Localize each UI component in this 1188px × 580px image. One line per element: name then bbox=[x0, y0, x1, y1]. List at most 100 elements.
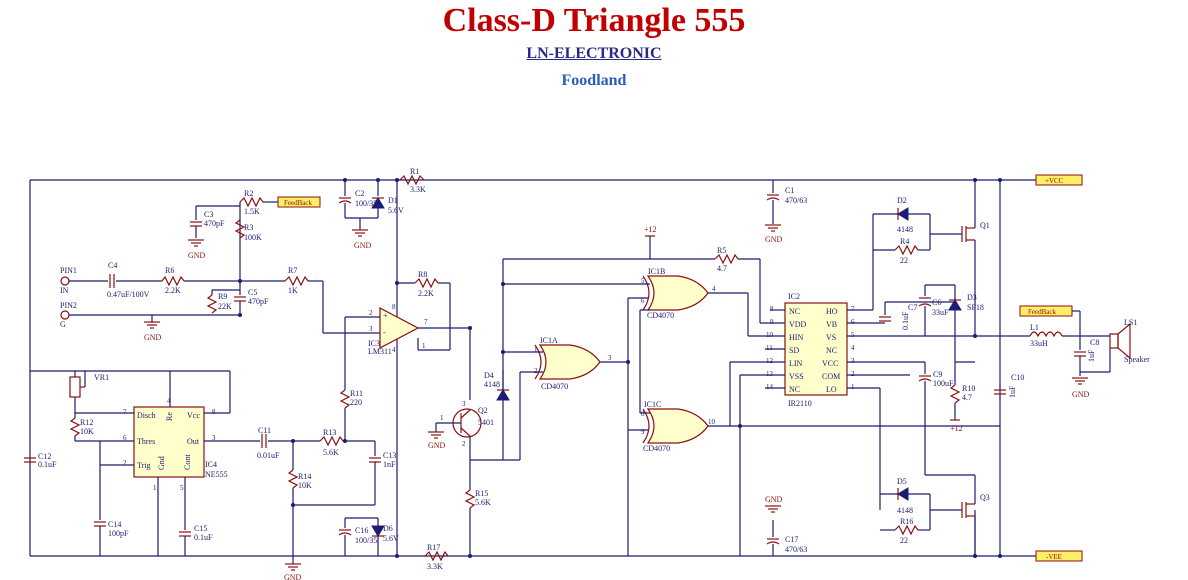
svg-text:C1: C1 bbox=[785, 186, 794, 195]
svg-text:R4: R4 bbox=[900, 237, 909, 246]
svg-text:NC: NC bbox=[789, 385, 800, 394]
svg-text:VSS: VSS bbox=[789, 372, 804, 381]
resistor-r13: R13 5.6K bbox=[319, 428, 344, 457]
capacitor-c15: C15 0.1uF bbox=[179, 524, 213, 542]
zener-d6: D6 5.6V bbox=[371, 518, 399, 556]
svg-text:IC1B: IC1B bbox=[648, 267, 665, 276]
svg-text:R9: R9 bbox=[218, 292, 227, 301]
svg-text:CD4070: CD4070 bbox=[541, 382, 568, 391]
svg-text:1: 1 bbox=[422, 342, 426, 350]
svg-text:Gnd: Gnd bbox=[157, 456, 166, 470]
svg-text:C5: C5 bbox=[248, 288, 257, 297]
svg-text:4.7: 4.7 bbox=[717, 264, 727, 273]
svg-text:0.1uF: 0.1uF bbox=[901, 311, 910, 330]
schematic-title: Class-D Triangle 555 bbox=[442, 2, 746, 39]
svg-text:8: 8 bbox=[392, 303, 396, 311]
svg-text:D1: D1 bbox=[388, 196, 398, 205]
svg-text:0.1uF: 0.1uF bbox=[194, 533, 213, 542]
svg-text:NC: NC bbox=[789, 307, 800, 316]
capacitor-c1: C1 470/63 bbox=[766, 180, 807, 224]
svg-text:R16: R16 bbox=[900, 517, 913, 526]
resistor-r17: R17 3.3K bbox=[424, 543, 449, 571]
capacitor-c3: C3 470pF bbox=[190, 206, 225, 238]
svg-text:R10: R10 bbox=[962, 384, 975, 393]
capacitor-c17: C17 470/63 bbox=[766, 520, 807, 556]
svg-text:3: 3 bbox=[608, 354, 612, 362]
svg-text:470pF: 470pF bbox=[248, 297, 269, 306]
resistor-r11: R11 220 bbox=[339, 389, 363, 409]
svg-text:GND: GND bbox=[284, 573, 302, 580]
svg-text:2: 2 bbox=[123, 459, 127, 467]
svg-text:33uF: 33uF bbox=[932, 308, 949, 317]
svg-text:7: 7 bbox=[123, 408, 127, 416]
svg-text:R6: R6 bbox=[165, 266, 174, 275]
svg-text:5.6V: 5.6V bbox=[383, 534, 399, 543]
svg-text:4: 4 bbox=[167, 397, 171, 405]
svg-text:2: 2 bbox=[534, 367, 538, 375]
svg-text:D3: D3 bbox=[967, 293, 977, 302]
svg-text:NC: NC bbox=[826, 346, 837, 355]
svg-text:C14: C14 bbox=[108, 520, 121, 529]
comparator-ic3: + - 2 3 7 8 4 1 IC3 LM311 bbox=[368, 303, 428, 356]
vcc-port: +VCC bbox=[1035, 174, 1083, 186]
svg-text:GND: GND bbox=[144, 333, 162, 342]
mosfet-q3: Q3 bbox=[961, 475, 990, 556]
svg-text:1: 1 bbox=[851, 383, 855, 391]
svg-text:R14: R14 bbox=[298, 472, 311, 481]
svg-text:C9: C9 bbox=[933, 370, 942, 379]
svg-text:1uF: 1uF bbox=[1087, 349, 1096, 362]
svg-text:Out: Out bbox=[187, 437, 200, 446]
svg-text:0.47uF/100V: 0.47uF/100V bbox=[107, 290, 150, 299]
speaker-ls1: LS1 Speaker bbox=[1109, 318, 1150, 372]
svg-text:12: 12 bbox=[766, 357, 774, 365]
power-plus12: +12 bbox=[950, 419, 963, 433]
svg-text:10: 10 bbox=[766, 331, 774, 339]
vee-port: -VEE bbox=[1035, 550, 1083, 562]
feedback-port-right: FeedBack bbox=[1019, 305, 1081, 336]
svg-text:LIN: LIN bbox=[789, 359, 803, 368]
svg-text:10K: 10K bbox=[298, 481, 312, 490]
svg-text:100pF: 100pF bbox=[108, 529, 129, 538]
svg-text:22: 22 bbox=[900, 536, 908, 545]
driver-ic2: IC2 IR2110 NC VDD HIN SD LIN VSS NC HO V… bbox=[766, 292, 855, 408]
svg-text:100K: 100K bbox=[244, 233, 262, 242]
svg-text:Vcc: Vcc bbox=[187, 411, 200, 420]
svg-text:LO: LO bbox=[826, 385, 837, 394]
svg-text:C10: C10 bbox=[1011, 373, 1024, 382]
svg-text:D6: D6 bbox=[383, 524, 393, 533]
svg-text:D2: D2 bbox=[897, 196, 907, 205]
svg-text:5: 5 bbox=[641, 277, 645, 285]
resistor-r1: R1 3.3K bbox=[399, 167, 426, 194]
svg-text:C13: C13 bbox=[383, 451, 396, 460]
svg-text:D4: D4 bbox=[484, 371, 494, 380]
svg-text:R11: R11 bbox=[350, 389, 363, 398]
mosfet-q1: Q1 bbox=[961, 221, 990, 290]
svg-text:+: + bbox=[383, 311, 388, 320]
power-plus12: +12 bbox=[644, 225, 657, 259]
svg-text:2.2K: 2.2K bbox=[418, 289, 434, 298]
svg-text:R5: R5 bbox=[717, 246, 726, 255]
svg-text:100/35: 100/35 bbox=[355, 536, 377, 545]
xor-gate-ic1c: IC1C CD4070 8 9 10 bbox=[641, 400, 716, 453]
svg-text:PIN2: PIN2 bbox=[60, 301, 77, 310]
svg-text:C15: C15 bbox=[194, 524, 207, 533]
svg-text:HO: HO bbox=[826, 307, 838, 316]
svg-text:-: - bbox=[383, 328, 386, 337]
resistor-r12: R12 10K bbox=[69, 417, 94, 437]
capacitor-c4: C4 0.47uF/100V bbox=[107, 261, 150, 299]
gnd-symbol: GND bbox=[188, 239, 206, 260]
svg-text:9: 9 bbox=[770, 318, 774, 326]
svg-text:1.5K: 1.5K bbox=[244, 207, 260, 216]
svg-text:4148: 4148 bbox=[897, 225, 913, 234]
diode-d3: D3 SF18 bbox=[948, 285, 984, 385]
svg-text:0.1uF: 0.1uF bbox=[38, 460, 57, 469]
svg-text:1: 1 bbox=[153, 484, 157, 492]
svg-text:7: 7 bbox=[424, 318, 428, 326]
schematic-subtitle: LN-ELECTRONIC bbox=[526, 45, 662, 62]
svg-text:GND: GND bbox=[354, 241, 372, 250]
svg-text:Q3: Q3 bbox=[980, 493, 990, 502]
svg-text:D5: D5 bbox=[897, 477, 907, 486]
svg-text:GND: GND bbox=[765, 235, 783, 244]
svg-text:5: 5 bbox=[180, 484, 184, 492]
